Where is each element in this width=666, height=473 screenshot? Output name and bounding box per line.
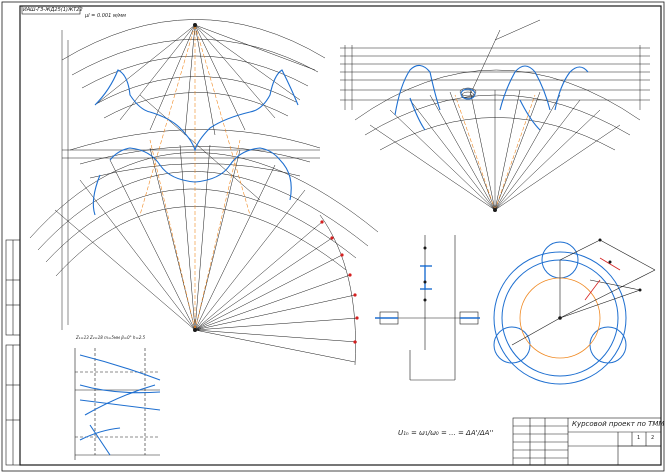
rack-tooth-profiles <box>394 64 589 131</box>
rack-cluster <box>459 87 477 99</box>
gear-center-lines <box>139 24 251 331</box>
rack-center-lines <box>454 94 536 211</box>
sheet-number: 1 <box>637 435 641 441</box>
tooth-profiles <box>92 69 299 216</box>
title-block <box>512 417 662 466</box>
sheet-total: 2 <box>651 435 655 441</box>
gear-mesh-drawing <box>29 19 379 366</box>
formula-text: U₁ₙ = ω₁/ω₀ = ... = ΔA'/ΔA'' <box>398 429 494 437</box>
kinematic-blue-links <box>375 265 480 319</box>
inner-frame <box>19 5 662 466</box>
graph-curves <box>79 354 161 456</box>
rack-cluster-blue <box>460 88 476 100</box>
top-stamp-box <box>21 5 81 15</box>
planetary-points <box>558 238 642 320</box>
arc-markers <box>320 220 359 344</box>
planetary-red <box>584 257 621 301</box>
lower-gear-center <box>193 328 197 332</box>
upper-gear-center <box>193 23 197 27</box>
stamp-top-left-text: ИАШ-ГЗ-ЖД25(1)ЖТ22 <box>23 7 83 13</box>
scale-note: μl = 0.001 м/мм <box>85 13 126 19</box>
graph-header: Z₁=13 Z₂=18 m=5мм β=0° h=2.5 <box>76 335 146 340</box>
kinematic-scheme <box>375 235 480 381</box>
planetary-lines <box>511 239 656 346</box>
left-margin-stamps <box>5 239 21 466</box>
rack-center-point <box>493 208 497 212</box>
rack-cutter-drawing <box>340 19 650 211</box>
project-title: Курсовой проект по ТММ <box>572 420 665 428</box>
kinematic-points <box>423 246 427 302</box>
graph-frame <box>74 348 160 460</box>
